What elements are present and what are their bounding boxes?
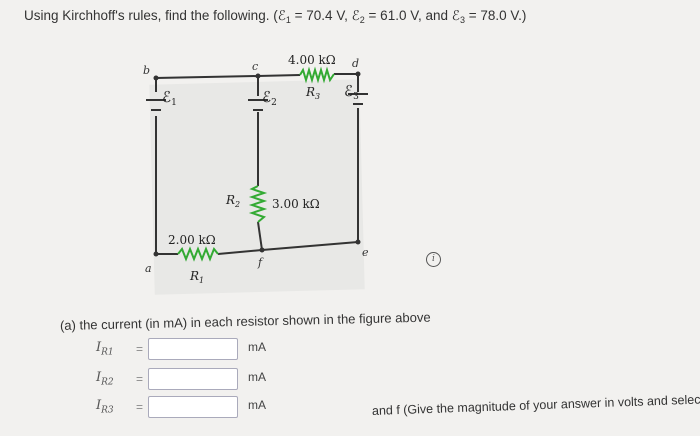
resistor-r1-zigzag xyxy=(177,246,219,262)
wire-r1-right xyxy=(217,249,263,255)
resistor-r3-zigzag xyxy=(299,66,335,84)
r3-value: 4.00 kΩ xyxy=(288,53,336,67)
node-b-dot xyxy=(153,75,159,81)
ir2-equals: = xyxy=(136,372,144,386)
wire-bottom xyxy=(261,241,359,251)
ir3-equals: = xyxy=(136,400,144,414)
node-e-label: e xyxy=(362,246,369,259)
emf-1-label: ℰ1 xyxy=(162,88,177,108)
node-a-dot xyxy=(153,251,159,257)
node-e-dot xyxy=(355,239,361,245)
r2-value: 3.00 kΩ xyxy=(272,197,320,211)
ir2-input[interactable] xyxy=(148,368,238,390)
ir2-label: IR2 xyxy=(96,370,114,388)
node-d-dot xyxy=(355,71,361,77)
wire-top-right xyxy=(257,74,301,77)
wire-top-left xyxy=(155,74,259,96)
ir3-label: IR3 xyxy=(96,398,114,416)
ir1-equals: = xyxy=(136,342,144,356)
ir3-input[interactable] xyxy=(148,396,238,418)
wire-r2-bottom xyxy=(257,221,263,251)
node-a-label: a xyxy=(145,262,152,275)
question-text: Using Kirchhoff's rules, find the follow… xyxy=(24,8,527,25)
r2-name: R2 xyxy=(225,193,240,209)
node-f-dot xyxy=(259,247,265,253)
node-c-dot xyxy=(255,73,261,79)
ir2-unit: mA xyxy=(248,370,266,384)
node-d-label: d xyxy=(352,57,359,70)
node-f-label: f xyxy=(257,256,264,269)
r1-value: 2.00 kΩ xyxy=(168,233,216,247)
ir1-input[interactable] xyxy=(148,338,238,360)
node-b-label: b xyxy=(143,64,150,77)
resistor-r2-zigzag xyxy=(248,185,268,223)
ir3-unit: mA xyxy=(248,398,266,412)
r3-name: R3 xyxy=(305,85,320,101)
ir1-label: IR1 xyxy=(96,340,114,358)
emf-2-label: ℰ2 xyxy=(262,88,277,108)
info-icon[interactable]: i xyxy=(426,252,441,267)
r1-name: R1 xyxy=(189,269,204,285)
ir1-unit: mA xyxy=(248,340,266,354)
node-c-label: c xyxy=(252,60,258,73)
emf-3-label: ℰ3 xyxy=(344,82,359,102)
